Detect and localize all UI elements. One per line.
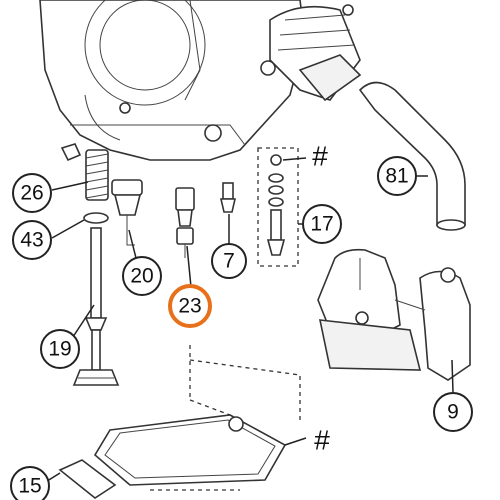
screw-15 <box>58 459 117 499</box>
hash-marker-bottom: # <box>314 425 330 456</box>
carburetor-body <box>39 0 306 161</box>
callout-26-label: 26 <box>20 182 43 205</box>
gasket <box>93 345 301 486</box>
jet-23 <box>175 187 195 258</box>
callout-17: 17 <box>302 204 342 244</box>
callout-23-label: 23 <box>178 295 201 318</box>
valve-20 <box>111 179 143 246</box>
hose-81 <box>358 81 466 231</box>
callout-7-label: 7 <box>223 250 235 273</box>
oring-43 <box>83 212 109 224</box>
callout-43-label: 43 <box>20 229 43 252</box>
callout-19: 19 <box>40 329 80 369</box>
screw-small <box>60 143 82 162</box>
hash-marker-top: # <box>312 141 328 172</box>
callout-7: 7 <box>211 243 247 279</box>
float-9 <box>317 248 471 381</box>
kit-17-box <box>257 147 299 267</box>
callout-15-label: 15 <box>18 475 41 498</box>
spring-26 <box>85 149 109 201</box>
callout-26: 26 <box>12 173 52 213</box>
screw-7 <box>219 182 237 213</box>
callout-15: 15 <box>10 466 50 500</box>
callout-9-label: 9 <box>447 401 459 424</box>
callout-20: 20 <box>122 256 162 296</box>
intake-boot <box>260 4 362 102</box>
callout-23: 23 <box>168 284 212 328</box>
callout-17-label: 17 <box>310 213 333 236</box>
callout-19-label: 19 <box>48 338 71 361</box>
callout-9: 9 <box>433 392 473 432</box>
callout-43: 43 <box>12 220 52 260</box>
callout-81-label: 81 <box>385 165 408 188</box>
callout-81: 81 <box>377 156 417 196</box>
callout-20-label: 20 <box>130 265 153 288</box>
needle-19 <box>72 227 120 386</box>
